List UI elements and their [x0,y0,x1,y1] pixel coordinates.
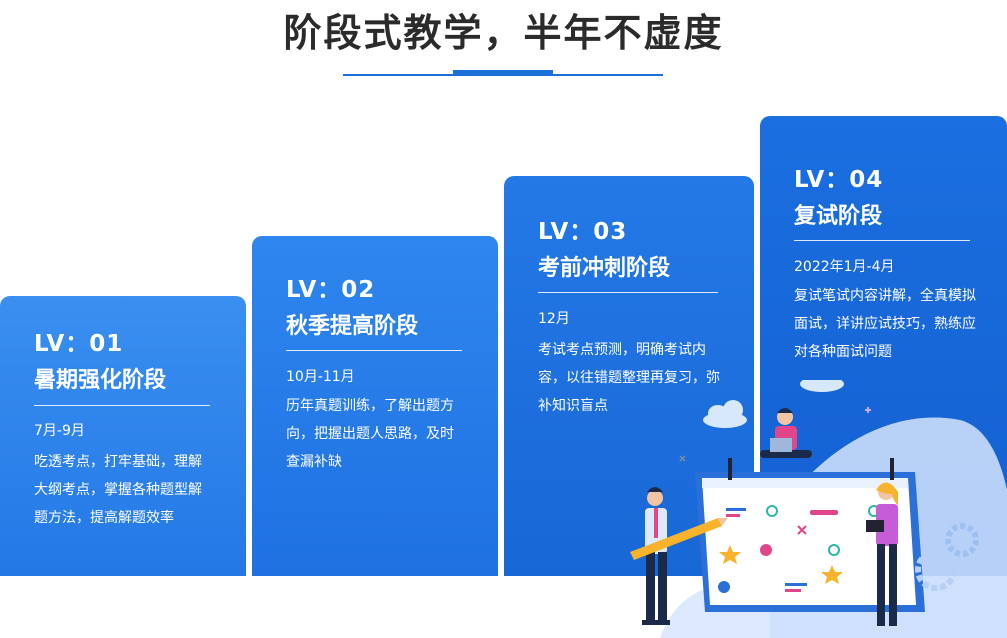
stage-card-1: LV：01 暑期强化阶段 7月-9月 吃透考点，打牢基础，理解大纲考点，掌握各种… [0,296,246,576]
stage-level: LV：02 [286,277,376,303]
stage-date: 2022年1月-4月 [794,259,895,275]
stage-description: 历年真题训练，了解出题方向，把握出题人思路，及时查漏补缺 [286,398,454,470]
title-divider-accent [453,70,553,74]
stage-name: 暑期强化阶段 [34,368,167,393]
stage-divider [286,350,462,351]
stage-date: 10月-11月 [286,369,355,385]
stage-level: LV：04 [794,167,884,193]
stage-card-2: LV：02 秋季提高阶段 10月-11月 历年真题训练，了解出题方向，把握出题人… [252,236,498,576]
stage-description: 考试考点预测，明确考试内容，以往错题整理再复习，弥补知识盲点 [538,342,720,414]
title-divider [343,74,663,76]
stage-divider [538,292,718,293]
stage-divider [34,405,210,406]
stage-name: 复试阶段 [794,204,883,229]
stage-divider [794,240,970,241]
stage-description: 复试笔试内容讲解，全真模拟面试，详讲应试技巧，熟练应对各种面试问题 [794,288,976,360]
stage-name: 考前冲刺阶段 [538,256,671,281]
stage-level: LV：03 [538,219,628,245]
calendar-team-illustration [630,380,1007,638]
page-title: 阶段式教学，半年不虚度 [283,11,724,55]
stage-date: 7月-9月 [34,423,85,439]
stage-date: 12月 [538,311,570,327]
stage-description: 吃透考点，打牢基础，理解大纲考点，掌握各种题型解题方法，提高解题效率 [34,454,202,526]
stage-name: 秋季提高阶段 [286,314,419,339]
stage-level: LV：01 [34,331,124,357]
